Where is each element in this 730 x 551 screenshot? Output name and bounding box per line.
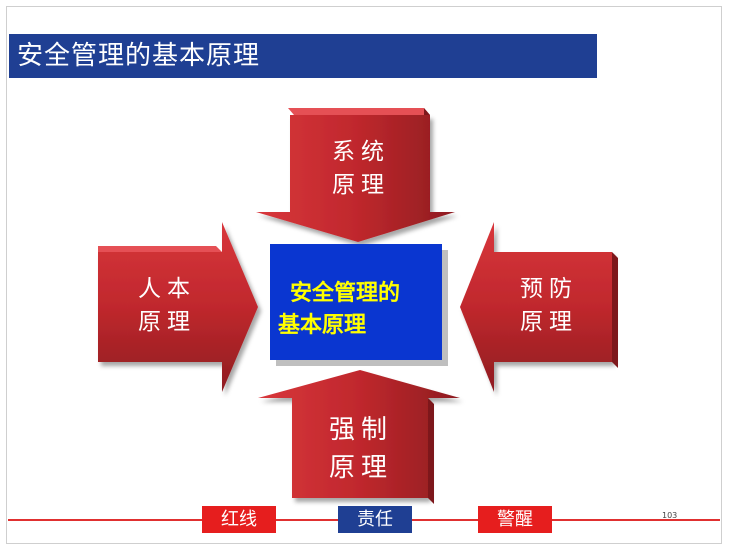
arrow-right-line1: 预防	[520, 276, 578, 302]
center-line1: 安全管理的	[290, 281, 401, 306]
arrow-top	[256, 108, 455, 242]
footer-tag-responsibility: 责任	[338, 506, 412, 533]
arrow-bottom	[258, 370, 460, 504]
footer-tag-alert: 警醒	[478, 506, 552, 533]
center-line2: 基本原理	[278, 313, 367, 338]
arrow-left-line1: 人本	[138, 276, 196, 302]
arrow-left-label: 人本 原理	[112, 273, 222, 339]
page-number: 103	[662, 511, 678, 520]
slide-title: 安全管理的基本原理	[9, 34, 597, 78]
arrow-bottom-label: 强制 原理	[306, 411, 416, 487]
slide-frame	[6, 6, 722, 544]
arrow-right-line2: 原理	[520, 309, 578, 335]
arrow-right-label: 预防 原理	[494, 273, 604, 339]
arrow-top-line2: 原理	[332, 172, 390, 198]
arrow-right	[460, 222, 618, 392]
arrow-top-label: 系统 原理	[306, 136, 416, 202]
arrow-top-line1: 系统	[332, 139, 390, 165]
arrow-bottom-line2: 原理	[328, 453, 393, 483]
arrow-left	[98, 222, 258, 392]
center-label: 安全管理的 基本原理	[278, 278, 438, 342]
arrow-bottom-line1: 强制	[328, 415, 393, 445]
center-box	[270, 244, 448, 366]
footer-tag-redline: 红线	[202, 506, 276, 533]
arrow-left-line2: 原理	[138, 309, 196, 335]
